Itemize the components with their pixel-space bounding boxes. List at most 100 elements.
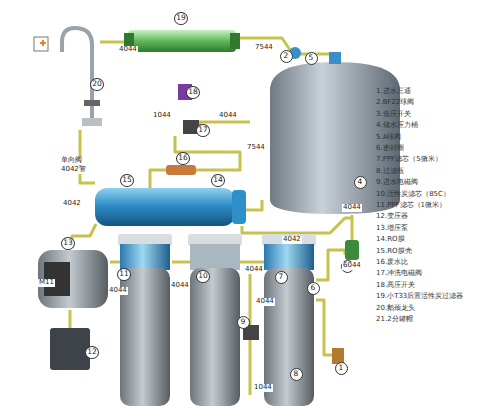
inlet-valve (243, 325, 344, 364)
post-filter (124, 30, 240, 52)
pipe-label: 4042 (282, 236, 302, 244)
ro-housing (95, 188, 235, 226)
pipe-label: 4044 (244, 266, 264, 274)
faucet (62, 28, 92, 120)
pipe-label: 4044 (342, 204, 362, 212)
pipe-label: 单向阀 (60, 157, 83, 165)
water-pipe (249, 268, 252, 325)
callout-circle: 10 (196, 270, 210, 283)
callout-number: 7 (279, 273, 284, 281)
callout-number: 13 (63, 239, 73, 247)
callout-circle: 9 (237, 316, 250, 329)
callout-circle: 4 (354, 176, 367, 189)
callout-number: 9 (241, 318, 246, 326)
pipe-label: 6044 (342, 262, 362, 270)
parts-key-item: 8.过滤瓶 (376, 168, 404, 176)
booster-pump (38, 250, 108, 308)
callout-number: 19 (176, 14, 186, 22)
callout-circle: 2 (280, 50, 293, 63)
callout-circle: 16 (176, 152, 190, 165)
callout-number: 2 (284, 52, 289, 60)
pipe-label: M11 (38, 279, 55, 287)
filter-housing (190, 244, 240, 270)
transformer (50, 328, 90, 370)
callout-circle: 13 (61, 237, 75, 250)
callout-circle: 7 (275, 271, 288, 284)
filter-housing (118, 234, 316, 406)
parts-key-item: 6.密封圈 (376, 145, 404, 153)
low-pressure-switch (345, 240, 359, 260)
filter-housing (264, 244, 314, 270)
water-pipe (249, 340, 252, 395)
pipe-label: 4044 (255, 298, 275, 306)
callout-circle: 12 (85, 346, 99, 359)
post-filter (128, 30, 236, 52)
callout-circle: 19 (174, 12, 188, 25)
parts-key-item: 11.PPF滤芯（1微米） (376, 202, 446, 210)
callout-circle: 20 (90, 78, 104, 91)
ro-housing (232, 190, 246, 224)
parts-key-item: 16.废水比 (376, 259, 408, 267)
parts-key-item: 14.RO膜 (376, 236, 405, 244)
water-pipe (242, 218, 352, 233)
callout-number: 20 (92, 80, 102, 88)
parts-key-item: 5.A球阀 (376, 134, 401, 142)
callout-number: 8 (294, 370, 299, 378)
corner-icon (34, 37, 48, 51)
parts-key-item: 20.鹅颈龙头 (376, 305, 415, 313)
callout-number: 12 (87, 348, 97, 356)
pressure-tank (270, 47, 400, 214)
parts-key-item: 3.低压开关 (376, 111, 411, 119)
parts-key-item: 19.小T33后置活性炭过滤器 (376, 293, 463, 301)
faucet (84, 100, 100, 106)
callout-number: 11 (119, 270, 129, 278)
water-pipe (316, 300, 334, 355)
pipe-label: 1044 (152, 112, 172, 120)
parts-key-item: 10.活性炭滤芯（85C） (376, 191, 450, 199)
parts-key-item: 21.2分罐帽 (376, 316, 413, 324)
parts-key-item: 1.进水三通 (376, 88, 411, 96)
water-pipe (240, 261, 266, 264)
callout-number: 10 (198, 272, 208, 280)
pressure-tank (329, 52, 341, 64)
transformer (50, 328, 90, 370)
post-filter (230, 33, 240, 49)
parts-key-item: 18.高压开关 (376, 282, 415, 290)
parts-key-item: 7.PPF滤芯（5微米） (376, 156, 442, 164)
filter-housing (190, 268, 240, 406)
parts-key-item: 12.变压器 (376, 213, 408, 221)
booster-pump (38, 250, 108, 308)
flush-valve (166, 165, 196, 175)
parts-key-item: 4.储水压力桶 (376, 122, 418, 130)
filter-housing (120, 244, 170, 270)
callout-number: 6 (311, 284, 316, 292)
parts-key-item: 9.进水电磁阀 (376, 179, 418, 187)
pipe-label: 4042 (62, 200, 82, 208)
callout-number: 15 (122, 176, 132, 184)
callout-circle: 8 (290, 368, 303, 381)
callout-number: 18 (188, 88, 198, 96)
callout-circle: 11 (117, 268, 131, 281)
pipe-label: 4044 (118, 46, 138, 54)
callout-circle: 17 (196, 124, 210, 137)
parts-key-item: 15.RO膜壳 (376, 248, 412, 256)
pipe-label: 4044 (170, 282, 190, 290)
parts-key-item: 13.增压泵 (376, 225, 408, 233)
water-pipe (150, 136, 240, 188)
callout-number: 1 (339, 364, 344, 372)
callout-number: 5 (309, 54, 314, 62)
pipe-label: 1044 (253, 384, 273, 392)
parts-key-item: 17.冲洗电磁阀 (376, 270, 422, 278)
callout-number: 4 (358, 178, 363, 186)
pipe-label: 4042管 (60, 166, 87, 174)
callout-circle: 15 (120, 174, 134, 187)
ro-housing (95, 188, 246, 226)
pipe-label: 4044 (218, 112, 238, 120)
callout-circle: 5 (305, 52, 318, 65)
callout-circle: 1 (335, 362, 348, 375)
callout-circle: 6 (307, 282, 320, 295)
pipe-label: 7544 (246, 144, 266, 152)
faucet (82, 118, 102, 126)
pipe-label: 7544 (254, 44, 274, 52)
callout-circle: 14 (211, 174, 225, 187)
